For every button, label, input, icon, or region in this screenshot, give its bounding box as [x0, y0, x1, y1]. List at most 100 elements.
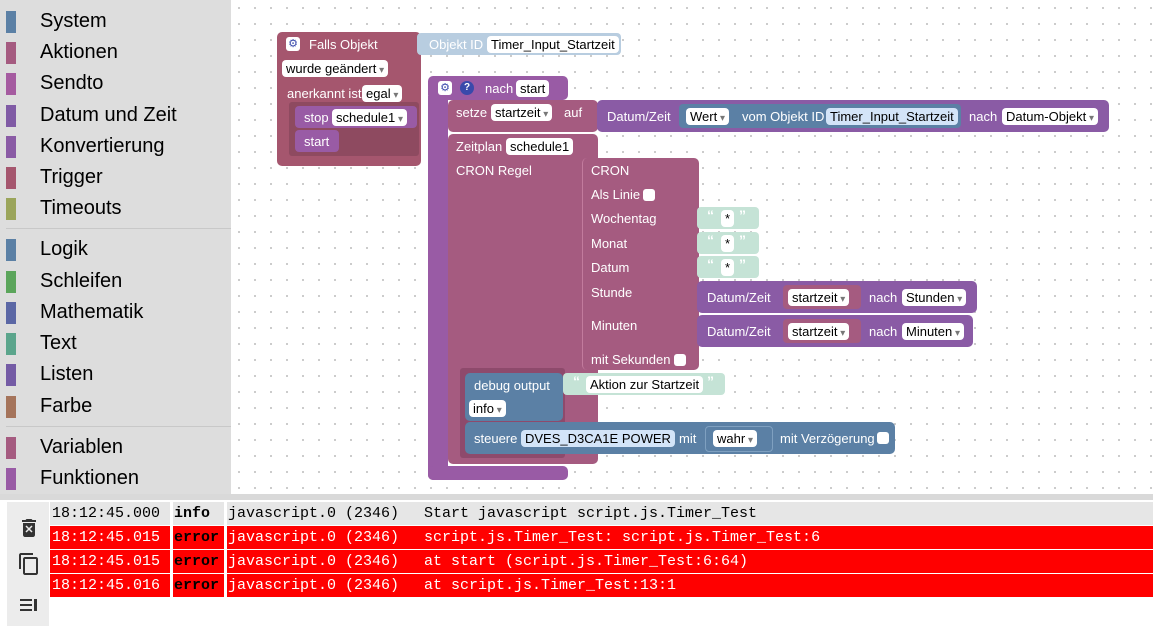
log-row[interactable]: 18:12:45.015 error javascript.0 (2346) s…	[50, 526, 1153, 549]
mit-sekunden-checkbox[interactable]	[674, 354, 686, 366]
log-message: script.js.Timer_Test: script.js.Timer_Te…	[424, 529, 821, 546]
category-swatch	[6, 167, 16, 189]
category-label: Logik	[40, 238, 88, 260]
log-time: 18:12:45.015	[52, 553, 161, 570]
log-level: info	[174, 505, 211, 522]
category-swatch	[6, 136, 16, 158]
close-quote: ”	[739, 232, 746, 248]
set-label: setze	[456, 105, 488, 120]
category-label: Funktionen	[40, 467, 139, 489]
als-linie-checkbox[interactable]	[643, 189, 655, 201]
log-row[interactable]: 18:12:45.000 info javascript.0 (2346) St…	[50, 502, 1153, 525]
gear-icon[interactable]: ⚙	[286, 37, 300, 51]
log-resize-handle[interactable]	[0, 494, 1153, 500]
log-row[interactable]: 18:12:45.015 error javascript.0 (2346) a…	[50, 550, 1153, 573]
category-swatch	[6, 11, 16, 33]
log-divider	[224, 502, 227, 525]
log-time: 18:12:45.000	[52, 505, 161, 522]
function-name-field[interactable]: start	[516, 80, 550, 97]
nach-label: nach	[869, 290, 898, 305]
wert-dropdown[interactable]: Wert	[686, 108, 730, 125]
category-funktionen[interactable]: Funktionen	[0, 465, 231, 492]
category-schleifen[interactable]: Schleifen	[0, 268, 231, 295]
objid-label: Objekt ID	[429, 37, 484, 52]
datum-value[interactable]: *	[721, 259, 735, 276]
category-aktionen[interactable]: Aktionen	[0, 39, 231, 66]
ack-dropdown[interactable]: egal	[362, 85, 403, 102]
date-object-dropdown[interactable]: Datum-Objekt	[1002, 108, 1099, 125]
category-logik[interactable]: Logik	[0, 236, 231, 263]
verzoegerung-label: mit Verzögerung	[780, 431, 875, 446]
category-datum-und-zeit[interactable]: Datum und Zeit	[0, 102, 231, 129]
log-toolbar	[7, 502, 49, 626]
minuten-dropdown[interactable]: Minuten	[902, 323, 965, 340]
category-swatch	[6, 396, 16, 418]
set-variable-dropdown[interactable]: startzeit	[491, 104, 553, 121]
log-time: 18:12:45.015	[52, 529, 161, 546]
log-source: javascript.0 (2346)	[228, 505, 400, 522]
datetime-label: Datum/Zeit	[707, 290, 771, 305]
start-block[interactable]	[295, 130, 339, 152]
cron-block[interactable]	[582, 158, 699, 370]
category-timeouts[interactable]: Timeouts	[0, 195, 231, 222]
objid-field[interactable]: Timer_Input_Startzeit	[487, 36, 619, 53]
open-quote: “	[707, 207, 714, 223]
monat-value[interactable]: *	[721, 235, 735, 252]
category-konvertierung[interactable]: Konvertierung	[0, 133, 231, 160]
stunde-label: Stunde	[591, 285, 633, 300]
category-swatch	[6, 364, 16, 386]
category-label: Datum und Zeit	[40, 104, 177, 126]
als-linie-label: Als Linie	[591, 187, 641, 202]
debug-text-field[interactable]: Aktion zur Startzeit	[586, 376, 704, 393]
category-label: Aktionen	[40, 41, 118, 63]
category-trigger[interactable]: Trigger	[0, 164, 231, 191]
vom-objekt-label: vom Objekt ID	[742, 109, 825, 124]
category-sendto[interactable]: Sendto	[0, 70, 231, 97]
control-object-field[interactable]: DVES_D3CA1E POWER	[521, 430, 675, 447]
zeitplan-label: Zeitplan	[456, 139, 503, 154]
category-label: Mathematik	[40, 301, 144, 323]
minuten-label: Minuten	[591, 318, 638, 333]
category-farbe[interactable]: Farbe	[0, 393, 231, 420]
wochentag-value[interactable]: *	[721, 210, 735, 227]
objid-field[interactable]: Timer_Input_Startzeit	[826, 108, 958, 125]
zeitplan-field[interactable]: schedule1	[506, 138, 574, 155]
changed-dropdown[interactable]: wurde geändert	[282, 60, 389, 77]
category-listen[interactable]: Listen	[0, 361, 231, 388]
category-swatch	[6, 73, 16, 95]
copy-icon[interactable]	[17, 552, 41, 576]
close-quote: ”	[707, 373, 714, 389]
category-swatch	[6, 198, 16, 220]
close-quote: ”	[739, 256, 746, 272]
stunden-dropdown[interactable]: Stunden	[902, 289, 967, 306]
verzoegerung-checkbox[interactable]	[877, 432, 889, 444]
stop-dropdown[interactable]: schedule1	[332, 109, 408, 126]
start-label: start	[304, 134, 330, 149]
category-text[interactable]: Text	[0, 330, 231, 357]
toolbox: System Aktionen Sendto Datum und Zeit Ko…	[0, 0, 231, 494]
log-row[interactable]: 18:12:45.016 error javascript.0 (2346) a…	[50, 574, 1153, 597]
log-source: javascript.0 (2346)	[228, 577, 400, 594]
category-variablen[interactable]: Variablen	[0, 434, 231, 461]
open-quote: “	[573, 373, 580, 389]
log-source: javascript.0 (2346)	[228, 529, 400, 546]
help-icon[interactable]: ?	[460, 81, 474, 95]
log-message: Start javascript script.js.Timer_Test	[424, 505, 758, 522]
datum-label: Datum	[591, 260, 630, 275]
var-startzeit-dropdown[interactable]: startzeit	[788, 323, 850, 340]
debug-level-dropdown[interactable]: info	[469, 400, 506, 417]
open-quote: “	[707, 256, 714, 272]
category-mathematik[interactable]: Mathematik	[0, 299, 231, 326]
var-startzeit-dropdown[interactable]: startzeit	[788, 289, 850, 306]
list-icon[interactable]	[17, 594, 41, 618]
blockly-workspace[interactable]: ⚙ Falls Objekt Objekt ID Timer_Input_Sta…	[231, 0, 1153, 494]
category-label: Konvertierung	[40, 135, 165, 157]
category-system[interactable]: System	[0, 8, 231, 35]
wahr-dropdown[interactable]: wahr	[713, 430, 757, 447]
delete-icon[interactable]	[17, 516, 41, 540]
log-divider	[170, 550, 173, 573]
category-swatch	[6, 333, 16, 355]
function-header: nach	[485, 81, 514, 96]
set-on-label: auf	[564, 105, 583, 120]
gear-icon[interactable]: ⚙	[438, 81, 452, 95]
